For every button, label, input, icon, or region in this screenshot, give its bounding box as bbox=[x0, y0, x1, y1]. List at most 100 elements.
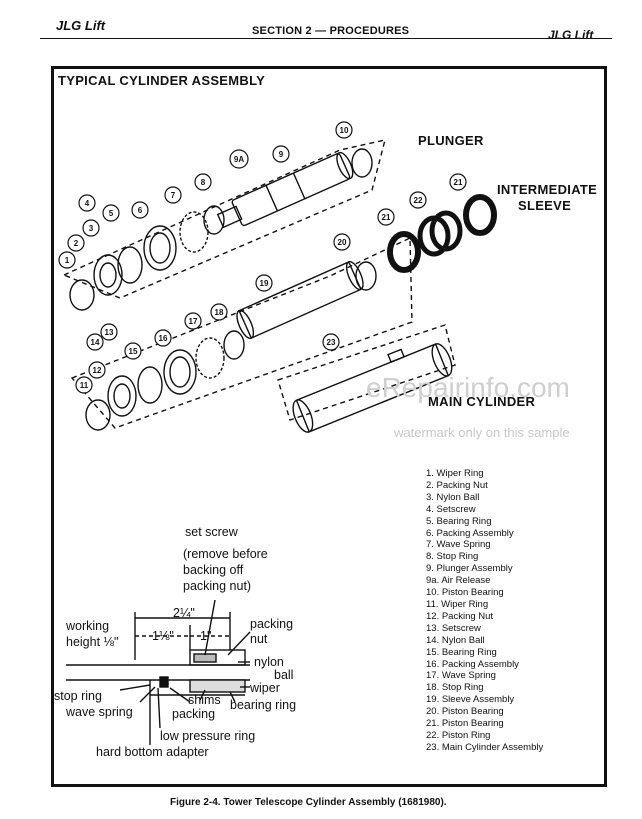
svg-text:4: 4 bbox=[85, 199, 90, 208]
svg-text:2: 2 bbox=[74, 239, 79, 248]
detail-low-pressure-ring: low pressure ring bbox=[160, 729, 255, 743]
list-item: 2. Packing Nut bbox=[426, 479, 488, 491]
list-item: 1. Wiper Ring bbox=[426, 468, 484, 479]
svg-text:20: 20 bbox=[338, 238, 347, 247]
detail-remove-line1: (remove before bbox=[183, 547, 268, 561]
detail-stop-ring: stop ring bbox=[54, 689, 102, 703]
part-2-nut bbox=[93, 254, 123, 296]
callout-16: 16 bbox=[154, 329, 172, 347]
callout-4: 4 bbox=[78, 194, 96, 212]
detail-height: height ⅛" bbox=[66, 635, 118, 649]
header-rule bbox=[40, 38, 612, 39]
detail-packing2: packing bbox=[172, 707, 215, 721]
detail-dim-total: 2¼" bbox=[173, 606, 195, 620]
svg-text:1: 1 bbox=[65, 256, 70, 265]
part-18-ring bbox=[223, 330, 245, 360]
detail-section bbox=[66, 599, 251, 745]
detail-dim-a: 1⅛" bbox=[152, 629, 174, 643]
list-item: 16. Packing Assembly bbox=[426, 658, 519, 670]
figure-title: TYPICAL CYLINDER ASSEMBLY bbox=[58, 73, 266, 88]
list-item: 23. Main Cylinder Assembly bbox=[426, 741, 544, 753]
detail-wave-spring: wave spring bbox=[65, 705, 133, 719]
callout-6: 6 bbox=[131, 201, 149, 219]
svg-text:15: 15 bbox=[129, 347, 138, 356]
part-17-spring bbox=[195, 337, 225, 379]
svg-text:21: 21 bbox=[454, 178, 463, 187]
part-12-nut bbox=[107, 375, 137, 417]
svg-text:13: 13 bbox=[105, 328, 114, 337]
detail-bearing-ring: bearing ring bbox=[230, 698, 296, 712]
detail-ball: ball bbox=[274, 668, 293, 682]
part-6-packing bbox=[143, 225, 177, 271]
detail-hard-bottom-adapter: hard bottom adapter bbox=[96, 745, 209, 759]
detail-remove-line3: packing nut) bbox=[183, 579, 251, 593]
detail-remove-line2: backing off bbox=[183, 563, 244, 577]
svg-text:18: 18 bbox=[215, 308, 224, 317]
list-item: 18. Stop Ring bbox=[426, 682, 484, 694]
list-item: 9. Plunger Assembly bbox=[426, 563, 513, 575]
list-item: 9a. Air Release bbox=[426, 575, 491, 587]
svg-text:14: 14 bbox=[91, 338, 100, 347]
list-item: 5. Bearing Ring bbox=[426, 515, 492, 527]
detail-working: working bbox=[65, 619, 109, 633]
list-item: 14. Nylon Ball bbox=[426, 634, 485, 646]
callout-22: 22 bbox=[409, 191, 427, 209]
callout-17: 17 bbox=[184, 312, 202, 330]
svg-text:16: 16 bbox=[159, 334, 168, 343]
callout-15: 15 bbox=[124, 342, 142, 360]
part-16-packing bbox=[163, 349, 197, 395]
parts-list: 1. Wiper Ring 2. Packing Nut 3. Nylon Ba… bbox=[426, 468, 543, 754]
label-sleeve: SLEEVE bbox=[518, 198, 572, 213]
callout-20: 20 bbox=[333, 233, 351, 251]
callout-11: 11 bbox=[75, 376, 93, 394]
list-item: 13. Setscrew bbox=[426, 622, 481, 634]
svg-text:3: 3 bbox=[89, 224, 94, 233]
callout-9: 9 bbox=[272, 145, 290, 163]
part-15-ring bbox=[137, 366, 163, 404]
header-section-title: SECTION 2 — PROCEDURES bbox=[252, 25, 410, 37]
callout-13: 13 bbox=[100, 323, 118, 341]
part-21-ring-b bbox=[463, 194, 497, 236]
svg-text:7: 7 bbox=[171, 191, 176, 200]
svg-text:6: 6 bbox=[138, 206, 143, 215]
list-item: 22. Piston Ring bbox=[426, 729, 491, 741]
detail-packing: packing bbox=[250, 617, 293, 631]
svg-text:9A: 9A bbox=[234, 155, 244, 164]
list-item: 12. Packing Nut bbox=[426, 610, 494, 622]
callout-9a: 9A bbox=[229, 149, 249, 169]
part-5-ring bbox=[117, 246, 143, 284]
callout-12: 12 bbox=[88, 361, 106, 379]
list-item: 3. Nylon Ball bbox=[426, 491, 480, 503]
plunger-rod bbox=[216, 151, 354, 229]
detail-nylon: nylon bbox=[254, 655, 284, 669]
main-cylinder-outline bbox=[277, 324, 456, 421]
part-11-ring bbox=[85, 399, 111, 431]
svg-text:21: 21 bbox=[382, 213, 391, 222]
svg-text:22: 22 bbox=[414, 196, 423, 205]
callout-14: 14 bbox=[86, 333, 104, 351]
detail-shims: shims bbox=[188, 693, 221, 707]
callout-21a: 21 bbox=[377, 208, 395, 226]
detail-nut: nut bbox=[250, 632, 268, 646]
callout-7: 7 bbox=[164, 186, 182, 204]
list-item: 10. Piston Bearing bbox=[426, 587, 504, 599]
callout-18: 18 bbox=[210, 303, 228, 321]
svg-text:5: 5 bbox=[109, 209, 114, 218]
part-1-ring bbox=[69, 279, 95, 311]
list-item: 19. Sleeve Assembly bbox=[426, 694, 515, 706]
list-item: 11. Wiper Ring bbox=[426, 598, 489, 610]
figure-frame bbox=[51, 66, 607, 787]
label-plunger: PLUNGER bbox=[418, 133, 484, 148]
part-8-ring bbox=[203, 205, 225, 235]
page-header: JLG Lift SECTION 2 — PROCEDURES JLG Lift bbox=[0, 14, 642, 42]
sleeve-tube bbox=[236, 260, 364, 340]
detail-dim-b: 1" bbox=[200, 629, 211, 643]
main-cylinder-body bbox=[292, 343, 453, 433]
figure-caption: Figure 2-4. Tower Telescope Cylinder Ass… bbox=[170, 797, 447, 808]
svg-text:12: 12 bbox=[93, 366, 102, 375]
svg-text:19: 19 bbox=[260, 279, 269, 288]
detail-set-screw: set screw bbox=[185, 525, 239, 539]
list-item: 17. Wave Spring bbox=[426, 670, 496, 682]
callout-21b: 21 bbox=[449, 173, 467, 191]
list-item: 4. Setscrew bbox=[426, 503, 476, 515]
